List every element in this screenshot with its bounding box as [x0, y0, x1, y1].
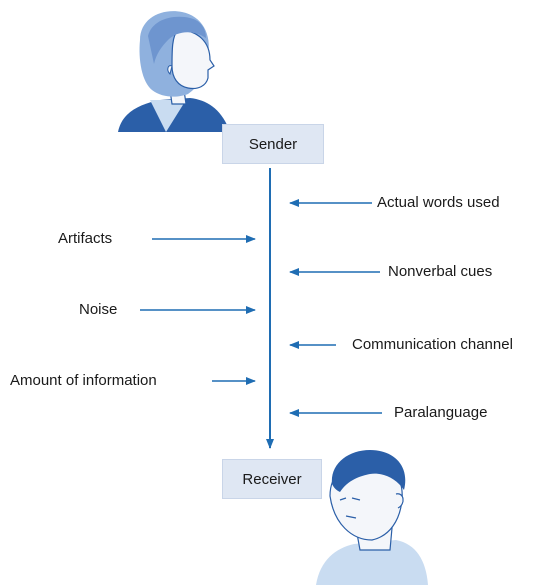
label-actual-words-used: Actual words used	[377, 194, 500, 211]
label-communication-channel: Communication channel	[352, 336, 513, 353]
sender-figure-icon	[118, 11, 230, 132]
label-paralanguage: Paralanguage	[394, 404, 488, 421]
sender-box: Sender	[222, 124, 324, 164]
label-noise: Noise	[79, 301, 118, 318]
sender-label: Sender	[248, 135, 298, 153]
receiver-box: Receiver	[222, 459, 322, 499]
label-artifacts: Artifacts	[58, 230, 113, 247]
receiver-figure-icon	[316, 450, 428, 585]
receiver-label: Receiver	[242, 470, 302, 488]
label-nonverbal-cues: Nonverbal cues	[388, 263, 493, 280]
label-amount-of-information: Amount of information	[10, 372, 157, 389]
